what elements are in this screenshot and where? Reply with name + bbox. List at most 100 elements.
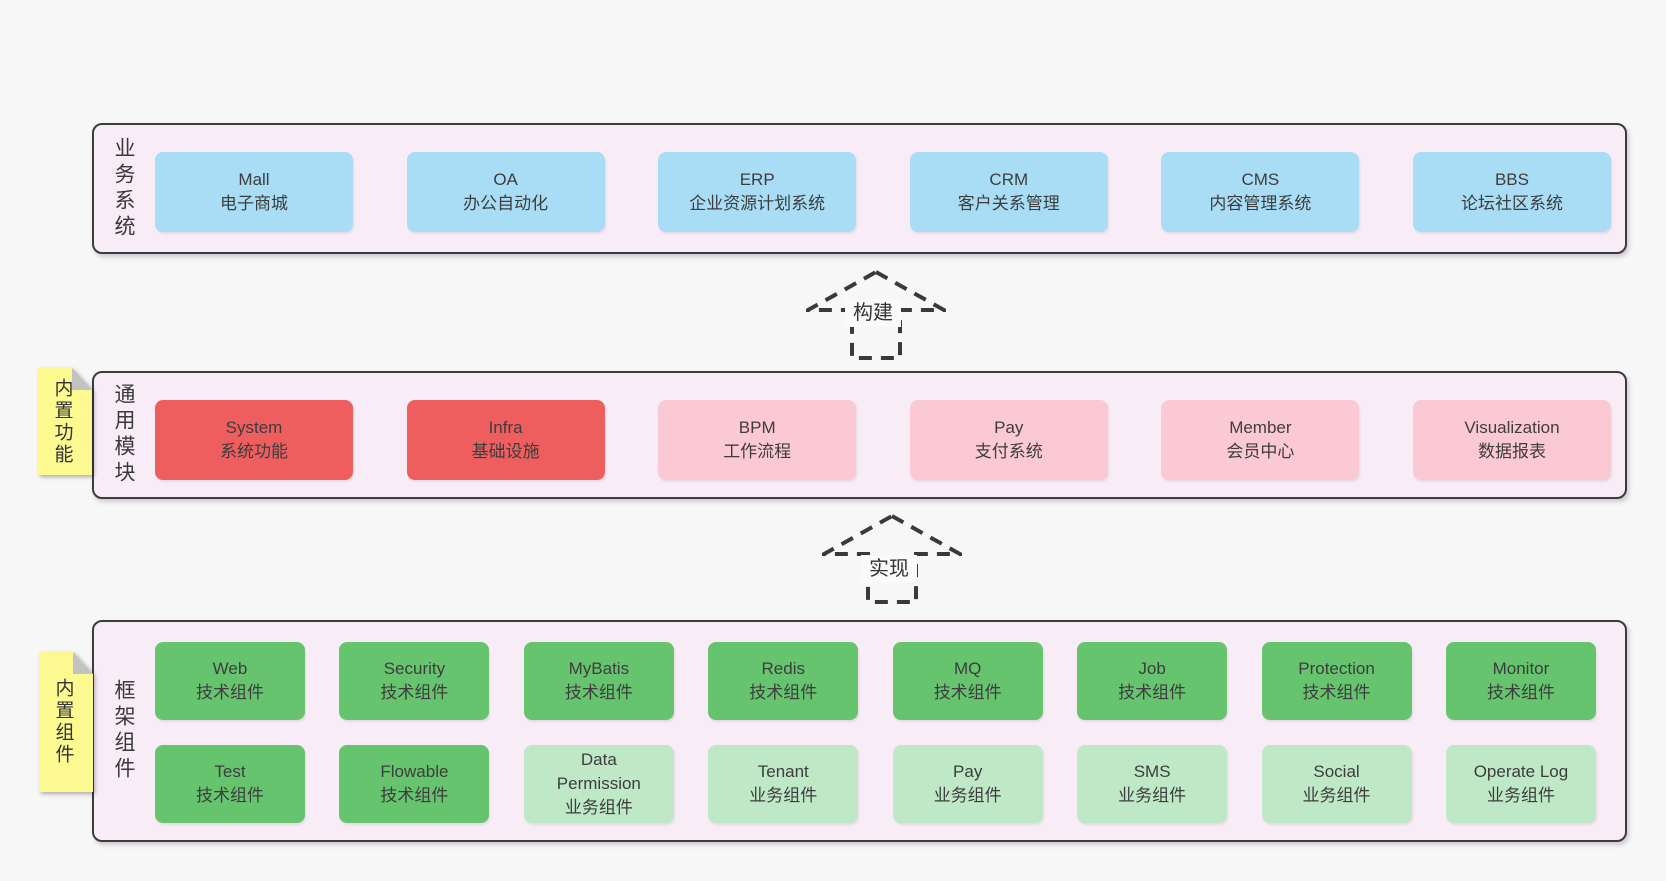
box-title: Visualization: [1464, 418, 1560, 437]
box-mybatis: MyBatis 技术组件: [523, 642, 674, 720]
box-title: ERP: [739, 170, 775, 189]
box-tenant: Tenant 业务组件: [708, 745, 859, 823]
band-business-systems: 业务系统 Mall 电子商城 OA 办公自动化 ERP 企业资源计划系统 CRM…: [92, 123, 1627, 254]
box-subtitle: 基础设施: [471, 442, 540, 461]
box-title: Mall: [238, 170, 270, 189]
box-title: Pay: [994, 418, 1024, 437]
band-label-framework-components: 框架组件: [94, 622, 152, 840]
box-subtitle: 技术组件: [749, 683, 818, 702]
box-title: Monitor: [1492, 659, 1550, 678]
box-subtitle: 技术组件: [933, 683, 1002, 702]
box-title: CRM: [989, 170, 1029, 189]
box-subtitle: 技术组件: [1302, 683, 1371, 702]
box-subtitle: 技术组件: [380, 786, 449, 805]
box-operate-log: Operate Log 业务组件: [1445, 745, 1596, 823]
band-2-boxes: System 系统功能 Infra 基础设施 BPM 工作流程 Pay 支付系统…: [155, 400, 1611, 480]
box-subtitle: 业务组件: [749, 786, 818, 805]
box-title: Job: [1138, 659, 1166, 678]
box-social: Social 业务组件: [1261, 745, 1412, 823]
box-subtitle: 客户关系管理: [957, 194, 1060, 213]
box-subtitle: 办公自动化: [463, 194, 549, 213]
box-title: BPM: [738, 418, 776, 437]
box-member: Member 会员中心: [1161, 400, 1360, 480]
band-3-rows: Web 技术组件 Security 技术组件 MyBatis 技术组件 Redi…: [155, 642, 1596, 823]
box-redis: Redis 技术组件: [708, 642, 859, 720]
box-security: Security 技术组件: [339, 642, 490, 720]
box-title: CMS: [1241, 170, 1280, 189]
box-title: Pay: [953, 762, 983, 781]
box-subtitle: 技术组件: [1486, 683, 1555, 702]
box-subtitle: 内容管理系统: [1209, 194, 1312, 213]
box-crm: CRM 客户关系管理: [909, 152, 1108, 232]
sticky-note-built-in-components: 内置组件: [39, 652, 93, 792]
box-data-permission: Data Permission 业务组件: [523, 745, 674, 823]
band-label-text: 通用模块: [112, 383, 135, 487]
box-visualization: Visualization 数据报表: [1412, 400, 1611, 480]
box-system: System 系统功能: [155, 400, 353, 480]
sticky-note-built-in-features: 内置功能: [38, 368, 92, 475]
box-title: Operate Log: [1473, 762, 1569, 781]
box-web: Web 技术组件: [155, 642, 305, 720]
band-3-row-1: Web 技术组件 Security 技术组件 MyBatis 技术组件 Redi…: [155, 642, 1596, 720]
box-pay: Pay 支付系统: [909, 400, 1108, 480]
band-3-row-2: Test 技术组件 Flowable 技术组件 Data Permission …: [155, 745, 1596, 823]
box-subtitle: 技术组件: [380, 683, 449, 702]
sticky-text: 内置组件: [52, 678, 74, 766]
box-title: System: [225, 418, 283, 437]
box-pay-biz: Pay 业务组件: [892, 745, 1043, 823]
box-sms: SMS 业务组件: [1077, 745, 1228, 823]
box-subtitle: 工作流程: [723, 442, 792, 461]
sticky-fold-corner-icon: [73, 652, 93, 674]
box-subtitle: 论坛社区系统: [1460, 194, 1563, 213]
box-flowable: Flowable 技术组件: [339, 745, 490, 823]
box-subtitle: 支付系统: [974, 442, 1043, 461]
box-title: Security: [383, 659, 446, 678]
box-subtitle: 数据报表: [1477, 442, 1546, 461]
box-bpm: BPM 工作流程: [658, 400, 857, 480]
box-erp: ERP 企业资源计划系统: [658, 152, 857, 232]
box-title: MQ: [953, 659, 982, 678]
box-subtitle: 业务组件: [1302, 786, 1371, 805]
box-subtitle: 会员中心: [1226, 442, 1295, 461]
box-mq: MQ 技术组件: [892, 642, 1043, 720]
box-subtitle: 技术组件: [1118, 683, 1187, 702]
box-test: Test 技术组件: [155, 745, 305, 823]
box-subtitle: 技术组件: [564, 683, 633, 702]
box-subtitle: 业务组件: [1486, 786, 1555, 805]
band-label-text: 业务系统: [112, 136, 135, 241]
box-subtitle: 业务组件: [564, 798, 633, 817]
box-title: Infra: [488, 418, 523, 437]
band-framework-components: 框架组件 Web 技术组件 Security 技术组件 MyBatis 技术组件…: [92, 620, 1627, 842]
box-title: Redis: [761, 659, 805, 678]
box-title: OA: [493, 170, 518, 189]
box-oa: OA 办公自动化: [406, 152, 605, 232]
box-subtitle: 业务组件: [1118, 786, 1187, 805]
band-label-common-modules: 通用模块: [94, 373, 152, 497]
box-mall: Mall 电子商城: [155, 152, 353, 232]
build-arrow-label: 构建: [845, 299, 901, 327]
box-title: Social: [1313, 762, 1360, 781]
sticky-paper: 内置组件: [39, 652, 93, 792]
box-subtitle: 技术组件: [196, 786, 264, 805]
box-title: Flowable: [380, 762, 449, 781]
box-subtitle: 技术组件: [196, 683, 264, 702]
box-bbs: BBS 论坛社区系统: [1412, 152, 1611, 232]
box-title: Test: [214, 762, 246, 781]
band-label-business-systems: 业务系统: [94, 125, 152, 252]
box-subtitle: 系统功能: [220, 442, 288, 461]
box-title: SMS: [1133, 762, 1171, 781]
box-infra: Infra 基础设施: [406, 400, 605, 480]
box-subtitle: 业务组件: [933, 786, 1002, 805]
box-title: Tenant: [757, 762, 809, 781]
band-label-text: 框架组件: [112, 679, 135, 783]
box-subtitle: 电子商城: [220, 194, 288, 213]
box-title: Member: [1229, 418, 1292, 437]
box-cms: CMS 内容管理系统: [1161, 152, 1360, 232]
sticky-text: 内置功能: [51, 377, 73, 466]
box-job: Job 技术组件: [1077, 642, 1228, 720]
implement-arrow-label: 实现: [861, 555, 917, 583]
box-monitor: Monitor 技术组件: [1445, 642, 1596, 720]
box-subtitle: 企业资源计划系统: [689, 194, 826, 213]
box-title: BBS: [1494, 170, 1529, 189]
band-1-boxes: Mall 电子商城 OA 办公自动化 ERP 企业资源计划系统 CRM 客户关系…: [155, 152, 1611, 232]
